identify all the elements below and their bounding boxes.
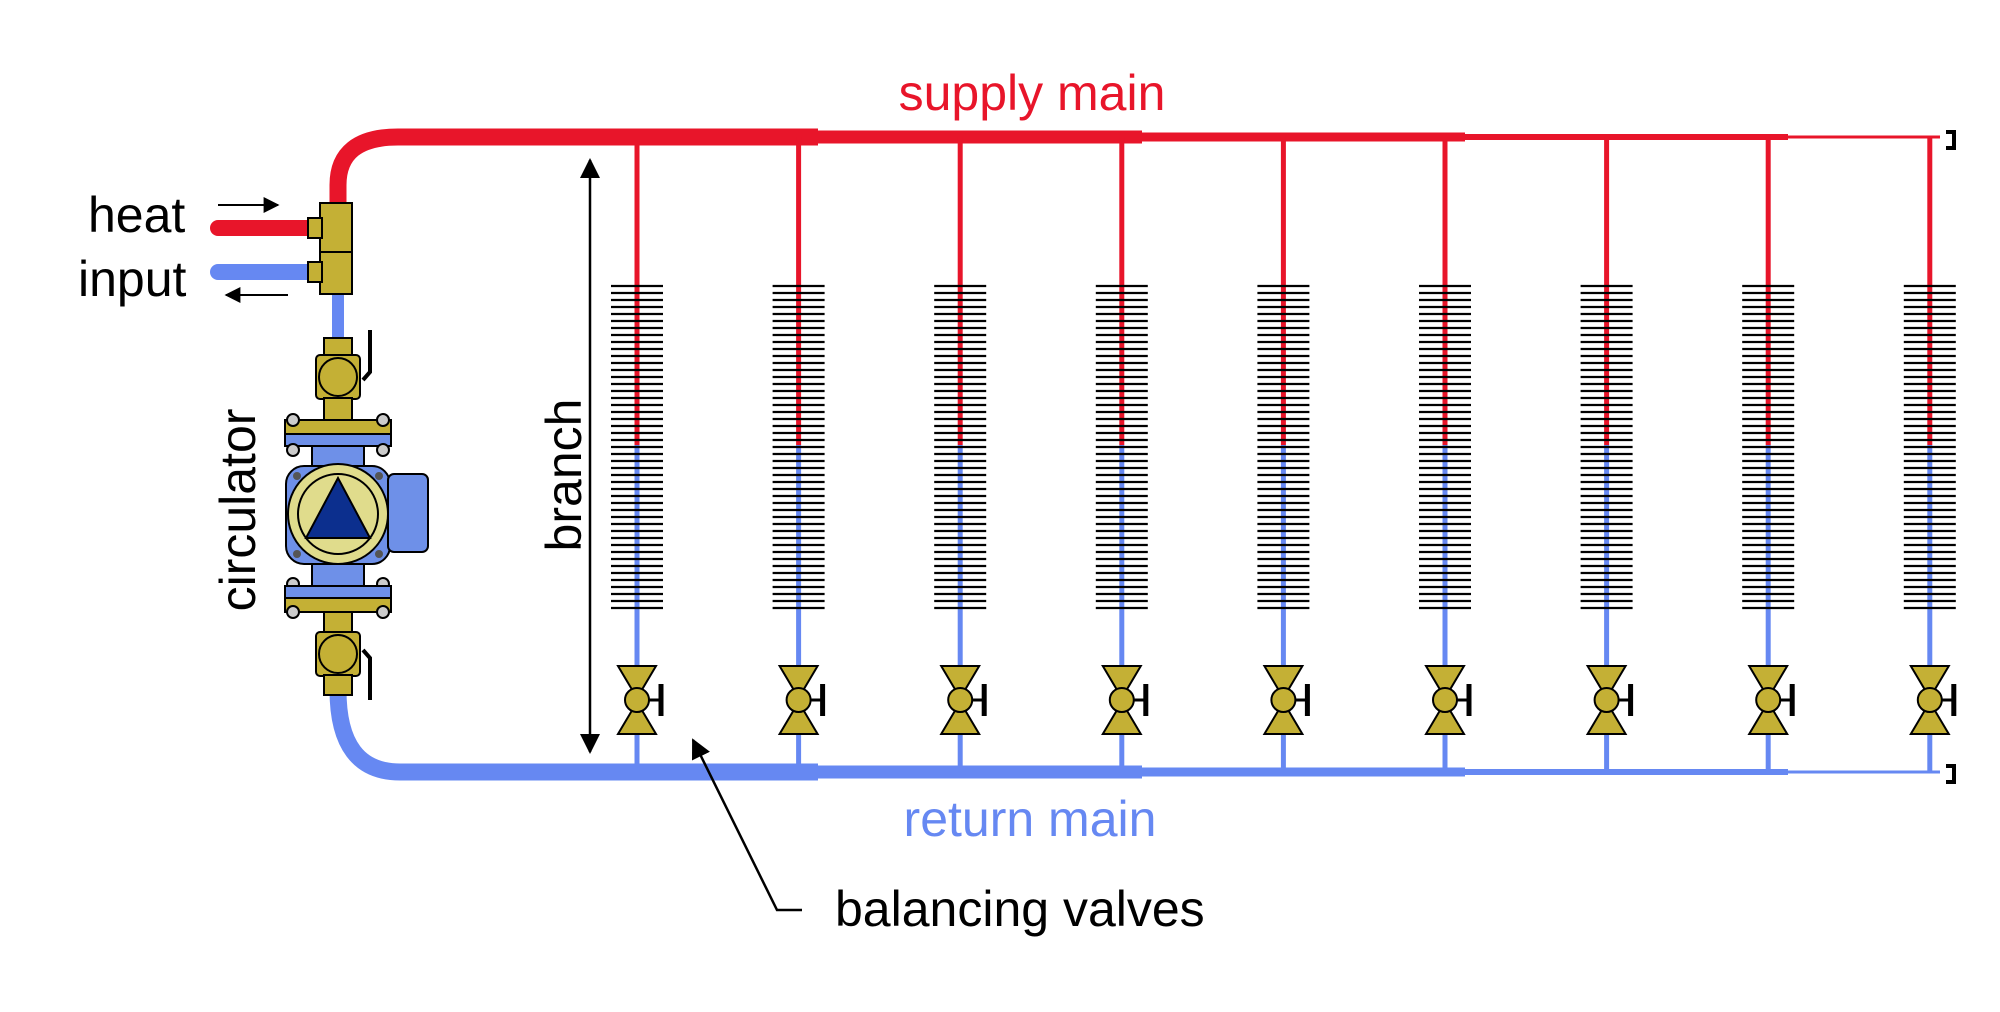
radiator-fins xyxy=(1742,284,1795,610)
radiator-fins xyxy=(1903,284,1956,610)
return-tee-port xyxy=(307,261,323,283)
return-corner-pipe xyxy=(329,689,410,781)
balancing-valve xyxy=(1585,665,1634,735)
return-main-label: return main xyxy=(904,791,1157,847)
balancing-valve xyxy=(1262,665,1310,735)
return-end-cap xyxy=(1946,764,1956,784)
supply-end-cap xyxy=(1946,130,1956,150)
branch xyxy=(611,137,664,772)
balancing-valves-label: balancing valves xyxy=(835,881,1205,937)
balancing-valve xyxy=(777,665,826,735)
supply-corner-pipe xyxy=(329,128,410,205)
return-tee-fitting xyxy=(319,251,353,295)
balancing-valve xyxy=(1909,665,1957,735)
supply-tee-port xyxy=(307,217,323,239)
radiator-fins xyxy=(1419,284,1471,610)
balancing-valve xyxy=(1424,665,1472,735)
circulator-pump xyxy=(284,330,429,700)
radiator-fins xyxy=(1580,284,1633,610)
supply-tee-fitting xyxy=(319,202,353,254)
branch xyxy=(1742,137,1795,772)
circulator-label: circulator xyxy=(210,409,266,612)
radiator-fins xyxy=(772,284,825,610)
branch xyxy=(1257,137,1310,772)
balancing-valve xyxy=(1101,665,1149,735)
radiator-fins xyxy=(611,284,663,610)
branch xyxy=(1903,137,1957,772)
branch xyxy=(1419,137,1472,772)
balancing-valve xyxy=(1747,665,1795,735)
pump-direction-triangle xyxy=(304,475,372,539)
balancing-valve xyxy=(939,665,987,735)
branch xyxy=(1580,137,1634,772)
branch xyxy=(1095,137,1149,772)
supply-main-label: supply main xyxy=(899,65,1166,121)
branch-label: branch xyxy=(536,399,592,552)
branch xyxy=(934,137,987,772)
lower-isolation-valve xyxy=(318,634,358,674)
heat-label: heat xyxy=(88,187,185,243)
balancing-valves-leader xyxy=(691,738,802,912)
balancing-valve xyxy=(616,665,664,735)
radiator-fins xyxy=(1257,284,1310,610)
input-label: input xyxy=(78,251,187,307)
branches-group xyxy=(611,137,1957,772)
branch xyxy=(772,137,826,772)
radiator-fins xyxy=(1095,284,1148,610)
upper-isolation-valve xyxy=(318,357,358,397)
radiator-fins xyxy=(934,284,987,610)
